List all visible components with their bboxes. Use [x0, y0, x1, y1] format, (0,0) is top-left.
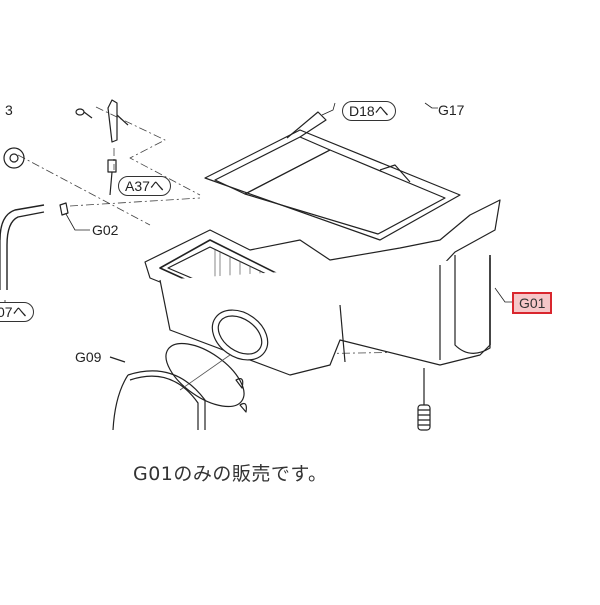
lid-panels — [204, 111, 461, 241]
gasket — [165, 342, 245, 408]
bracket-part — [107, 99, 129, 196]
housing-body — [144, 199, 501, 376]
sale-note-caption: G01のみの販売です。 — [133, 463, 328, 485]
part-label-g01-highlighted[interactable]: G01 — [512, 292, 553, 314]
part-label-g02: G02 — [92, 222, 119, 238]
door-seal — [109, 356, 206, 431]
part-label-g09: G09 — [75, 349, 102, 365]
wheel-part — [3, 147, 25, 169]
reference-a37[interactable]: A37へ — [118, 176, 171, 196]
screw-part — [75, 108, 93, 119]
hose — [0, 204, 45, 290]
part-label-3: 3 — [5, 102, 13, 118]
clip — [235, 378, 244, 389]
clamp-part — [59, 202, 69, 216]
label-leaders — [4, 102, 512, 308]
part-label-g17: G17 — [438, 102, 465, 118]
reference-d18[interactable]: D18へ — [342, 101, 396, 121]
spring-icon — [417, 368, 431, 431]
reference-07[interactable]: 07へ — [0, 302, 34, 322]
clip — [239, 402, 247, 413]
